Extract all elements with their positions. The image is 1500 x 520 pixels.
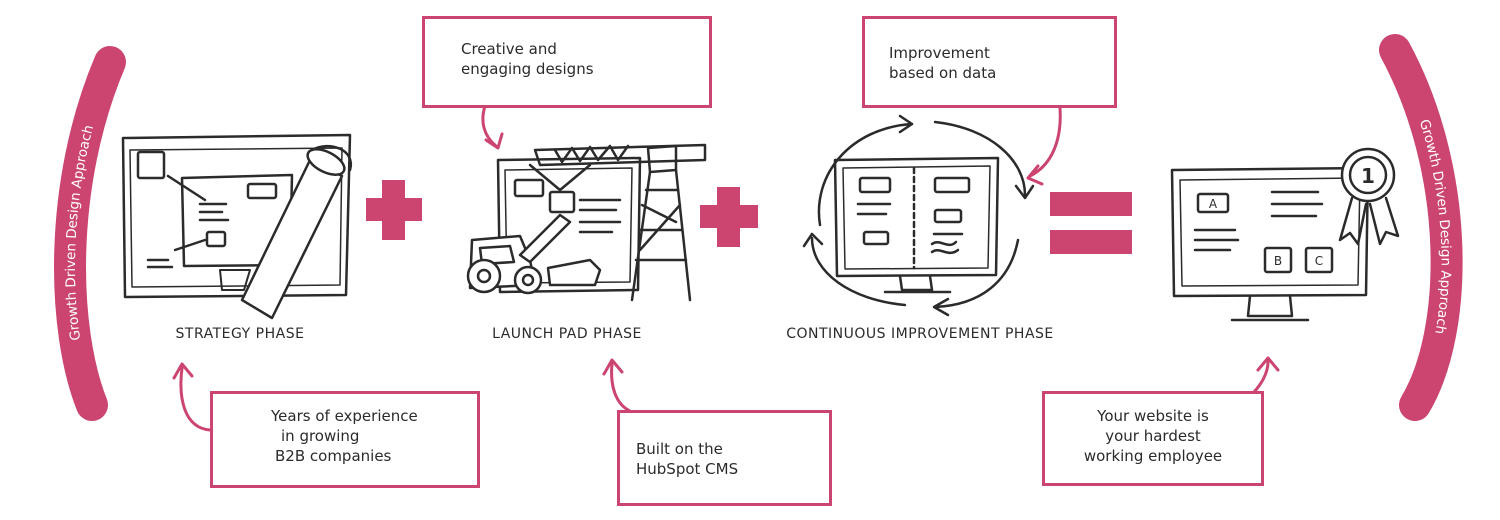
strategy-phase-illustration <box>121 133 353 320</box>
launch-pad-illustration <box>466 143 707 302</box>
equals-sign <box>1050 192 1132 254</box>
right-side-banner: Growth Driven Design Approach <box>1379 34 1463 421</box>
note-creative-line-1: Creative and <box>461 40 557 58</box>
note-creative-designs: Creative and engaging designs <box>422 16 712 108</box>
improvement-illustration <box>802 114 1035 317</box>
note-improvement-line-2: based on data <box>889 64 997 82</box>
note-experience: Years of experience in growing B2B compa… <box>210 391 480 488</box>
plus-sign-1 <box>366 180 422 240</box>
note-website-line-3: working employee <box>1083 447 1223 465</box>
plus-sign-2 <box>700 187 758 247</box>
note-website-employee: Your website is your hardest working emp… <box>1042 391 1264 486</box>
left-side-banner: Growth Driven Design Approach <box>54 46 126 421</box>
box-a <box>1196 192 1230 214</box>
note-hubspot-line-2: HubSpot CMS <box>636 460 739 478</box>
note-improvement-line-1: Improvement <box>889 44 990 62</box>
box-a-label: A <box>1209 197 1218 211</box>
note-experience-line-3: B2B companies <box>275 447 392 465</box>
note-improvement-data: Improvement based on data <box>862 16 1117 108</box>
box-c-label: C <box>1315 254 1323 268</box>
ribbon-number: 1 <box>1361 164 1375 188</box>
strategy-phase-label: STRATEGY PHASE <box>175 326 305 342</box>
launch-pad-phase-label: LAUNCH PAD PHASE <box>492 326 642 342</box>
result-website-illustration <box>1170 147 1400 322</box>
note-website-line-2: your hardest <box>1105 427 1201 445</box>
note-hubspot-cms: Built on the HubSpot CMS <box>617 410 832 506</box>
note-hubspot-line-1: Built on the <box>636 440 723 458</box>
connector-arrows <box>172 104 1280 432</box>
note-website-line-1: Your website is <box>1097 407 1209 425</box>
note-experience-line-1: Years of experience <box>271 407 418 425</box>
arrow-experience <box>179 366 212 432</box>
note-creative-line-2: engaging designs <box>461 60 594 78</box>
note-experience-line-2: in growing <box>281 427 360 445</box>
arrow-hubspot <box>610 362 634 414</box>
arrow-improvement <box>1028 106 1062 178</box>
box-b-label: B <box>1274 254 1282 268</box>
continuous-improvement-phase-label: CONTINUOUS IMPROVEMENT PHASE <box>786 326 1054 342</box>
